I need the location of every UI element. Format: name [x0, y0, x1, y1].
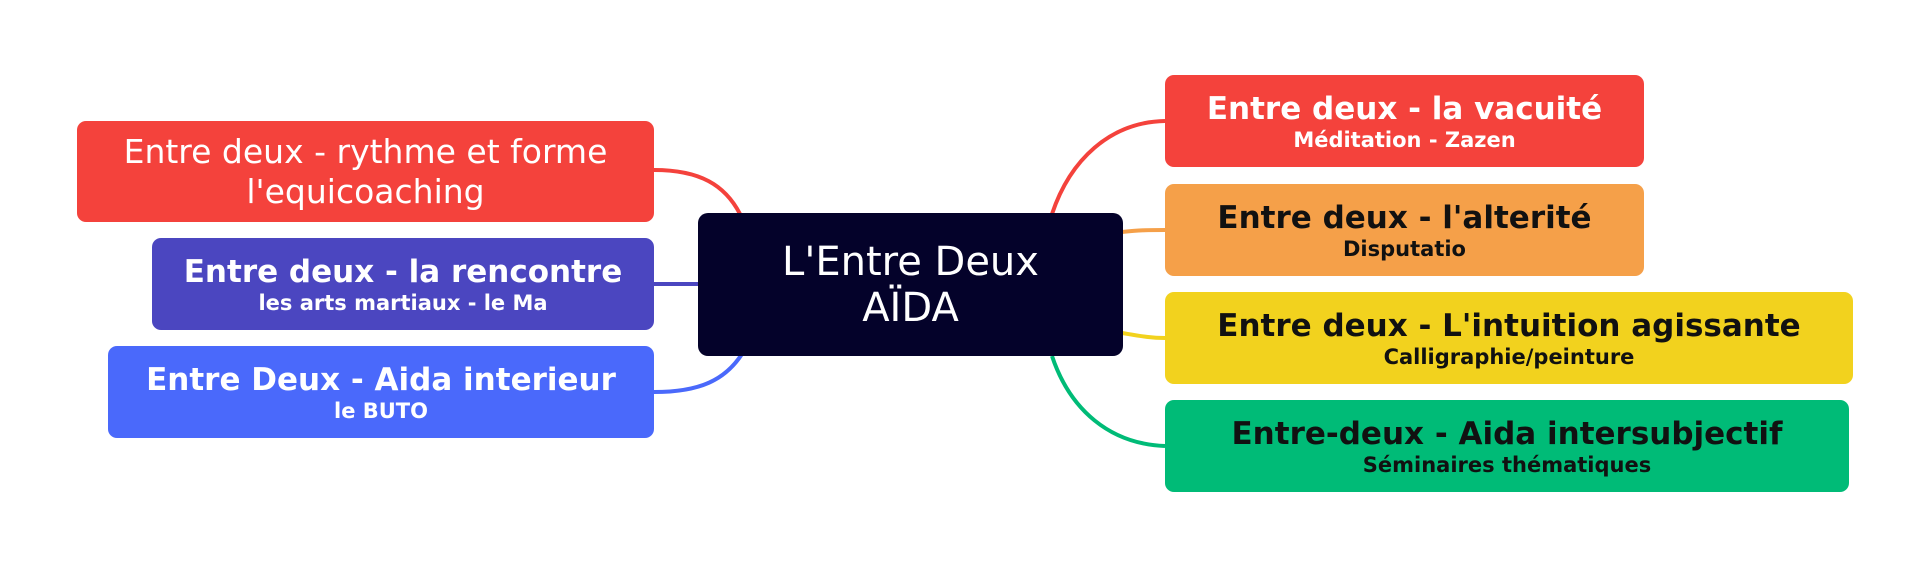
connector-intersubjectif — [1050, 355, 1166, 448]
topic-subtitle: les arts martiaux - le Ma — [258, 290, 548, 315]
topic-subtitle: Calligraphie/peinture — [1383, 344, 1635, 369]
connector-intuition — [1121, 331, 1166, 340]
topic-subtitle: le BUTO — [334, 398, 428, 423]
connector-rythme — [653, 168, 742, 215]
topic-title-line2: l'equicoaching — [246, 171, 485, 211]
topic-aida-intersubjectif[interactable]: Entre-deux - Aida intersubjectif Séminai… — [1165, 400, 1849, 492]
topic-title: Entre deux - la rencontre — [183, 253, 623, 290]
topic-subtitle: Disputatio — [1343, 236, 1466, 261]
central-topic-line2: AÏDA — [862, 284, 959, 331]
topic-vacuite[interactable]: Entre deux - la vacuité Méditation - Zaz… — [1165, 75, 1644, 167]
topic-title: Entre Deux - Aida interieur — [146, 361, 616, 398]
topic-rythme-forme[interactable]: Entre deux - rythme et forme l'equicoach… — [77, 121, 654, 222]
topic-aida-interieur[interactable]: Entre Deux - Aida interieur le BUTO — [108, 346, 654, 438]
topic-title: Entre deux - L'intuition agissante — [1217, 307, 1801, 344]
topic-subtitle: Séminaires thématiques — [1362, 452, 1652, 477]
topic-rencontre[interactable]: Entre deux - la rencontre les arts marti… — [152, 238, 654, 330]
connector-vacuite — [1050, 119, 1166, 215]
topic-title: Entre deux - rythme et forme — [123, 131, 608, 171]
topic-title: Entre-deux - Aida intersubjectif — [1231, 415, 1783, 452]
central-topic-line1: L'Entre Deux — [782, 238, 1039, 285]
topic-intuition-agissante[interactable]: Entre deux - L'intuition agissante Calli… — [1165, 292, 1853, 384]
central-topic[interactable]: L'Entre Deux AÏDA — [698, 213, 1123, 356]
connector-aida-interieur — [653, 352, 744, 394]
topic-alterite[interactable]: Entre deux - l'alterité Disputatio — [1165, 184, 1644, 276]
topic-title: Entre deux - la vacuité — [1206, 90, 1603, 127]
connector-alterite — [1121, 228, 1166, 234]
topic-subtitle: Méditation - Zazen — [1293, 127, 1516, 152]
topic-title: Entre deux - l'alterité — [1217, 199, 1592, 236]
